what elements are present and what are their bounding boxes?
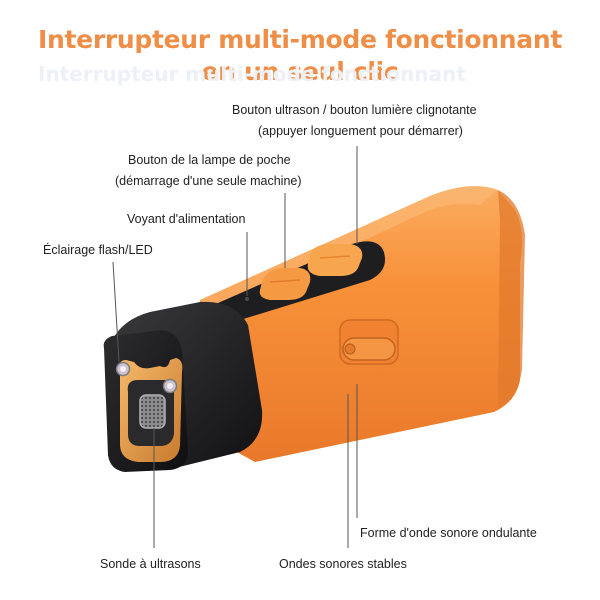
label-stable-waves-text: Ondes sonores stables (279, 557, 407, 571)
label-flashlight-button-note-text: (démarrage d'une seule machine) (115, 174, 302, 188)
label-ultrasonic-button-text: Bouton ultrason / bouton lumière clignot… (232, 103, 477, 117)
label-flashlight-button: Bouton de la lampe de poche (128, 154, 291, 167)
led-left (115, 361, 131, 377)
power-indicator-dot (245, 297, 249, 301)
mode-switch[interactable] (339, 319, 399, 365)
ultrasonic-button[interactable] (307, 244, 363, 276)
label-wave-form-text: Forme d'onde sonore ondulante (360, 526, 537, 540)
label-power-indicator-text: Voyant d'alimentation (127, 212, 246, 226)
label-power-indicator: Voyant d'alimentation (127, 213, 245, 226)
label-flashlight-button-text: Bouton de la lampe de poche (128, 153, 291, 167)
callout-lines (112, 146, 358, 548)
label-stable-waves: Ondes sonores stables (279, 558, 407, 571)
callout-line-flash-led (112, 261, 120, 363)
label-flashlight-button-note: (démarrage d'une seule machine) (115, 175, 302, 188)
label-flash-led-text: Éclairage flash/LED (43, 243, 153, 257)
label-ultrasonic-button-note-text: (appuyer longuement pour démarrer) (258, 124, 463, 138)
label-ultrasonic-probe: Sonde à ultrasons (100, 558, 201, 571)
ultrasonic-probe (139, 394, 166, 429)
label-flash-led: Éclairage flash/LED (43, 244, 153, 257)
flashlight-button[interactable] (259, 268, 311, 300)
page-title-line-2: en un seul clic (201, 57, 399, 86)
page-title-line-1: Interrupteur multi-mode fonctionnant (38, 25, 562, 54)
front-cap (103, 301, 263, 472)
label-ultrasonic-button: Bouton ultrason / bouton lumière clignot… (232, 104, 477, 117)
label-ultrasonic-probe-text: Sonde à ultrasons (100, 557, 201, 571)
label-ultrasonic-button-note: (appuyer longuement pour démarrer) (258, 125, 463, 138)
led-right (162, 378, 178, 394)
label-wave-form: Forme d'onde sonore ondulante (360, 527, 537, 540)
